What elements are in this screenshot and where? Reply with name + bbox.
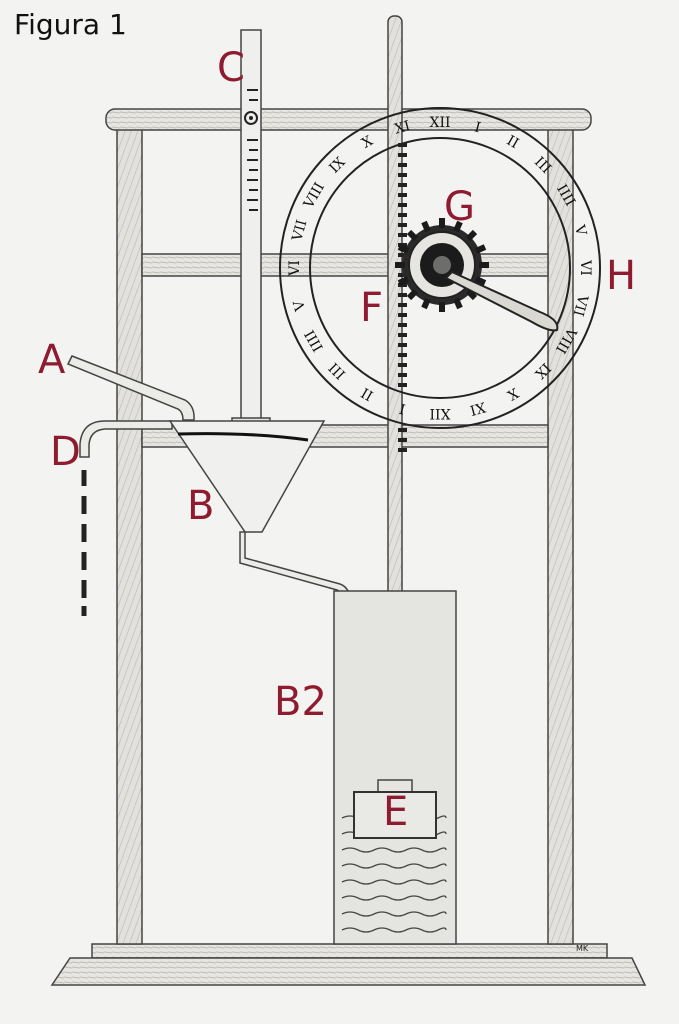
dial-numeral: III (326, 359, 349, 382)
label-c: C (217, 45, 245, 91)
dial-numeral: VI (287, 260, 303, 277)
dial-numeral: VII (570, 292, 591, 318)
overflow-pipe (79, 420, 173, 616)
dial-numeral: XII (429, 405, 450, 421)
frame-post-right (547, 127, 574, 945)
collecting-vessel (333, 590, 457, 945)
label-b: B (187, 483, 215, 529)
base-platform (50, 943, 647, 986)
inlet-pipe (66, 355, 195, 421)
dial-numeral: XII (429, 115, 450, 131)
dial-numeral: VI (577, 259, 593, 276)
frame-post-left (116, 127, 143, 945)
dial-numeral: V (291, 298, 310, 314)
dial-numeral: II (359, 384, 377, 403)
dial-numeral: I (473, 119, 482, 136)
dial-numeral: II (504, 133, 522, 152)
label-e: E (383, 789, 409, 835)
dial-numeral: VII (289, 218, 310, 244)
label-h: H (606, 253, 637, 299)
figure-title: Figura 1 (14, 8, 127, 41)
artist-signature: MK (576, 944, 589, 953)
label-f: F (360, 285, 384, 331)
label-b2: B2 (274, 679, 327, 725)
dial-numeral: IIII (302, 327, 327, 354)
dial-numeral: IX (326, 154, 348, 176)
label-g: G (444, 184, 475, 230)
dial-numeral: V (571, 223, 590, 239)
dial-numeral: XI (468, 398, 487, 417)
clock-hand (444, 270, 559, 332)
frame-top-beam (105, 108, 592, 131)
dial-numeral: X (359, 133, 376, 152)
float (353, 779, 437, 839)
label-a: A (38, 337, 66, 383)
dial-numeral: X (504, 384, 521, 403)
gear-wheel (395, 218, 489, 312)
label-d: D (50, 429, 81, 475)
dial-numeral: XI (393, 118, 412, 137)
dial-numeral: I (398, 400, 407, 417)
